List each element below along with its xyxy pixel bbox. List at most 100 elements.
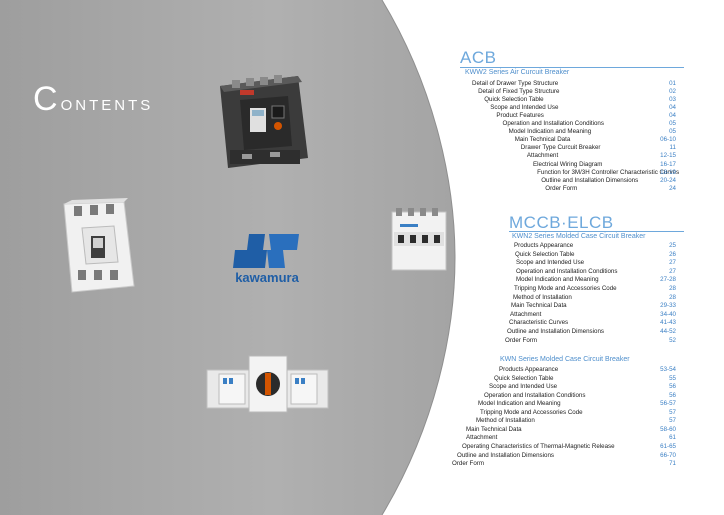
- subheading-kwn2: KWN2 Series Molded Case Circuit Breaker: [512, 233, 646, 240]
- toc-entry-label: Detail of Drawer Type Structure: [472, 80, 559, 87]
- toc-entry-label: Operating Characteristics of Thermal-Mag…: [462, 442, 615, 450]
- toc-entry[interactable]: Outline and Installation Dimensions 20-24: [541, 176, 676, 185]
- toc-entry[interactable]: Characteristic Curves 41-43: [509, 318, 676, 327]
- toc-entry[interactable]: Tripping Mode and Accessories Code 57: [480, 408, 676, 417]
- toc-entry[interactable]: Order Form 71: [452, 459, 676, 468]
- toc-entry[interactable]: Function for 3M/3H Controller Characteri…: [537, 168, 680, 177]
- toc-entry-label: Outline and Installation Dimensions: [541, 176, 639, 184]
- toc-entry-page: 34-40: [660, 310, 676, 318]
- toc-entry[interactable]: Model Indication and Meaning 56-57: [478, 399, 676, 408]
- title-initial: C: [33, 80, 61, 118]
- toc-entry-page: 16-17: [660, 160, 676, 168]
- toc-entry-page: 04: [669, 112, 676, 120]
- section-heading-mccb-elcb: MCCB·ELCB: [509, 213, 614, 232]
- toc-entry-label: Order Form: [452, 460, 484, 468]
- acb-product-image: [220, 75, 308, 168]
- toc-entry-label: Products Appearance: [499, 366, 559, 373]
- toc-entry[interactable]: Electrical Wiring Diagram 16-17: [533, 160, 676, 169]
- toc-entry[interactable]: Operation and Installation Conditions 27: [516, 267, 676, 276]
- toc-entry-page: 11: [669, 144, 676, 152]
- toc-entry[interactable]: Operation and Installation Conditions 05: [503, 119, 677, 128]
- toc-entry-label: Tripping Mode and Accessories Code: [480, 408, 583, 416]
- toc-entry-page: 28: [669, 293, 676, 301]
- toc-entry-page: 20-24: [660, 176, 676, 184]
- toc-entry[interactable]: Drawer Type Curcuit Breaker 11: [521, 143, 676, 152]
- toc-entry-label: Product Features: [496, 112, 544, 120]
- gray-arc-panel: [0, 0, 455, 515]
- toc-entry-page: 56-57: [660, 400, 676, 408]
- toc-entry-page: 57: [669, 417, 676, 425]
- toc-entry-page: 03: [669, 96, 676, 104]
- toc-entry[interactable]: Method of Installation 57: [476, 416, 676, 425]
- toc-entry-page: 56: [669, 383, 676, 391]
- toc-entry-page: 56: [669, 391, 676, 399]
- toc-entry-label: Operation and Installation Conditions: [516, 267, 618, 275]
- toc-entry-page: 26: [669, 250, 676, 258]
- toc-entry-label: Outline and Installation Dimensions: [507, 328, 604, 335]
- toc-entry-page: 28: [669, 285, 676, 292]
- section-divider: [509, 231, 684, 232]
- toc-entry-label: Operation and Installation Conditions: [502, 120, 604, 128]
- toc-entry-page: 58-60: [660, 425, 676, 433]
- section-divider: [460, 67, 684, 68]
- toc-entry[interactable]: Model Indication and Meaning 05: [509, 127, 676, 136]
- toc-entry-page: 57: [669, 408, 676, 416]
- toc-entry-label: Model Indication and Meaning: [508, 128, 592, 136]
- ats-product-image: [206, 355, 329, 413]
- toc-entry-page: 61: [669, 434, 676, 442]
- toc-entry-label: Method of Installation: [476, 417, 535, 425]
- toc-entry-page: 24: [669, 184, 676, 192]
- toc-entry-label: Attachment: [526, 152, 559, 160]
- toc-entry-page: 41-43: [660, 319, 676, 327]
- toc-entry-label: Function for 3M/3H Controller Characteri…: [537, 168, 680, 176]
- toc-entry[interactable]: Attachment 61: [466, 433, 676, 442]
- toc-entry-label: Attachment: [466, 434, 498, 442]
- toc-entry-page: 05: [669, 128, 676, 136]
- page-title: CONTENTS: [33, 80, 153, 119]
- toc-entry-page: 71: [669, 460, 676, 468]
- elcb-product-image: [391, 208, 447, 271]
- toc-entry-page: 29-33: [660, 302, 676, 310]
- toc-entry-page: 18-19: [660, 168, 676, 176]
- toc-entry-page: 27: [669, 267, 676, 275]
- toc-entry-page: 27: [669, 259, 676, 267]
- toc-entry[interactable]: Product Features 04: [496, 111, 676, 120]
- toc-entry-page: 02: [669, 88, 676, 96]
- toc-entry-label: Characteristic Curves: [509, 319, 569, 327]
- toc-entry[interactable]: Operation and Installation Conditions 56: [484, 391, 676, 400]
- toc-entry-page: 01: [669, 80, 676, 87]
- toc-entry-page: 55: [669, 374, 676, 382]
- toc-entry-label: Operation and Installation Conditions: [484, 391, 586, 399]
- toc-entry[interactable]: Detail of Drawer Type Structure 01: [472, 79, 676, 88]
- toc-entry-label: Electrical Wiring Diagram: [533, 160, 603, 168]
- toc-entry-label: Drawer Type Curcuit Breaker: [520, 144, 601, 152]
- toc-entry-page: 05: [669, 120, 676, 128]
- toc-entry[interactable]: Operating Characteristics of Thermal-Mag…: [462, 442, 676, 451]
- title-rest: ONTENTS: [60, 97, 154, 114]
- toc-entry-label: Outline and Installation Dimensions: [457, 451, 554, 459]
- toc-entry-label: Scope and Intended Use: [490, 104, 559, 112]
- toc-entry-label: Model Indication and Meaning: [478, 400, 561, 408]
